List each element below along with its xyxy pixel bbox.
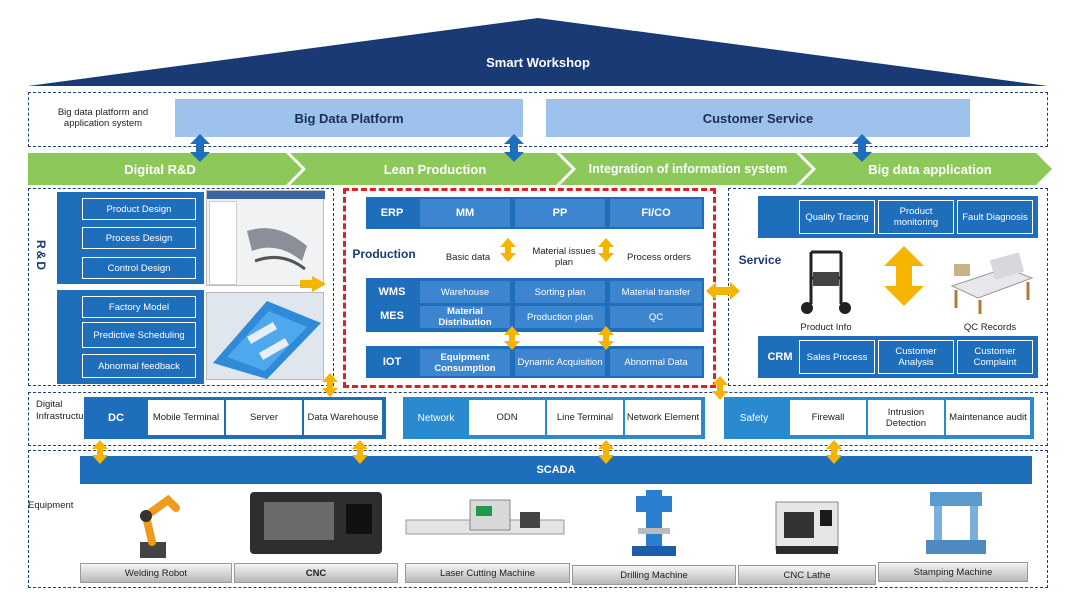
service-label: Service [738,253,782,267]
infrastructure-label: Digital Infrastructure [36,399,92,422]
erp-fico: FI/CO [610,199,702,227]
scada-bar: SCADA [80,456,1032,484]
stage-integration: Integration of information system [588,162,788,176]
stage-digital-rd: Digital R&D [124,161,196,177]
production-label: Production [352,247,416,261]
dc-server: Server [226,400,302,435]
mes-qc: QC [610,306,702,328]
rd-control-design: Control Design [82,257,196,279]
big-data-system-frame [28,92,1048,147]
rd-product-design: Product Design [82,198,196,220]
stage-lean-production: Lean Production [383,161,487,177]
laser-cutting-image [400,486,570,560]
mes-material-distribution: Material Distribution [420,306,510,328]
dc-data-warehouse: Data Warehouse [304,400,382,435]
crm-sales-process: Sales Process [799,340,875,374]
flow-basic-data: Basic data [445,251,491,263]
network-label: Network [417,412,455,424]
mes-production-plan: Production plan [515,306,605,328]
stage-chevron-integration [560,153,812,185]
walker-image [793,244,859,318]
caption-qc-records: QC Records [963,321,1017,333]
equipment-frame [28,450,1048,588]
big-data-platform-box: Big Data Platform [175,99,523,137]
stage-chevron-lean [290,153,572,185]
dc-label: DC [108,412,124,424]
safety-intrusion-detection: Intrusion Detection [868,400,944,435]
flow-process-orders: Process orders [627,251,691,263]
machine-label-drilling: Drilling Machine [572,565,736,585]
equipment-label: Equipment [28,500,74,511]
wms-warehouse: Warehouse [420,281,510,303]
factory-model-image [206,292,324,380]
service-quality-tracing: Quality Tracing [799,200,875,234]
iot-equipment-consumption: Equipment Consumption [420,349,510,376]
cnc-lathe-image [738,486,876,560]
network-odn: ODN [469,400,545,435]
mes-label: MES [380,310,404,322]
erp-label: ERP [380,207,404,219]
rd-factory-model: Factory Model [82,296,196,318]
rd-vertical-label: R&D [34,240,48,272]
wms-sorting-plan: Sorting plan [515,281,605,303]
customer-service-box: Customer Service [546,99,970,137]
machine-label-welding-robot: Welding Robot [80,563,232,583]
crm-customer-analysis: Customer Analysis [878,340,954,374]
stamping-machine-image [878,486,1032,560]
safety-firewall: Firewall [790,400,866,435]
page-title: Smart Workshop [486,54,590,70]
flow-material-issues-plan: Material issues plan [532,246,596,268]
wms-material-transfer: Material transfer [610,281,702,303]
cnc-image [234,486,398,560]
wms-label: WMS [378,286,406,298]
service-fault-diagnosis: Fault Diagnosis [957,200,1033,234]
machine-label-cnc-lathe: CNC Lathe [738,565,876,585]
network-element: Network Element [625,400,701,435]
erp-mm: MM [420,199,510,227]
iot-dynamic-acquisition: Dynamic Acquisition [515,349,605,376]
bed-image [946,246,1036,318]
safety-maintenance-audit: Maintenance audit [946,400,1030,435]
machine-label-cnc: CNC [234,563,398,583]
erp-pp: PP [515,199,605,227]
safety-label: Safety [739,412,769,424]
rd-abnormal-feedback: Abnormal feedback [82,354,196,378]
crm-customer-complaint: Customer Complaint [957,340,1033,374]
iot-label: IOT [382,356,402,368]
cad-software-image [206,190,325,286]
dc-mobile-terminal: Mobile Terminal [148,400,224,435]
network-line-terminal: Line Terminal [547,400,623,435]
infrastructure-frame [28,392,1048,446]
caption-product-info: Product Info [800,321,852,333]
service-product-monitoring: Product monitoring [878,200,954,234]
crm-label: CRM [767,351,793,363]
machine-label-laser-cutting: Laser Cutting Machine [405,563,570,583]
drilling-machine-image [572,486,736,560]
stage-big-data-application: Big data application [868,161,992,177]
big-data-system-label: Big data platform and application system [57,107,149,129]
rd-frame [28,188,334,386]
iot-abnormal-data: Abnormal Data [610,349,702,376]
rd-process-design: Process Design [82,227,196,249]
machine-label-stamping: Stamping Machine [878,562,1028,582]
welding-robot-image [80,486,232,560]
stage-chevron-rd [28,153,302,185]
rd-predictive-scheduling: Predictive Scheduling [82,322,196,348]
